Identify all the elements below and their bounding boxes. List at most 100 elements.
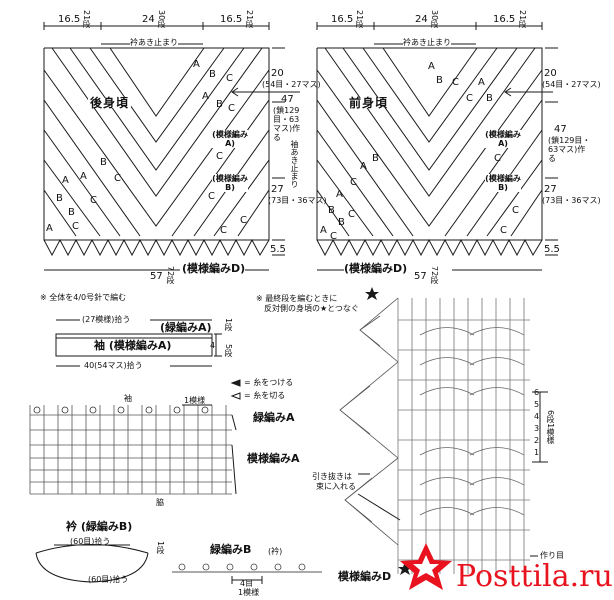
front-side-dim-20-sub: (54目・27マス) [542,80,601,89]
collar-bottom-pickup: (60目)拾う [88,575,129,584]
back-top-dim-left: 16.5 [58,14,81,25]
back-letter: B [100,157,107,168]
back-width-sub: 72段 [166,266,175,285]
collar-top-pickup: (60目)拾う [70,537,111,546]
back-letter: A [202,91,209,102]
front-letter: C [330,231,337,242]
back-letter: B [216,99,223,110]
front-letter: B [328,205,335,216]
front-top-dim-left: 16.5 [331,14,354,25]
back-collar-note: 衿あき止まり [130,38,178,47]
main-chart-bottom-label: 模様編みD [338,570,392,583]
back-bottom-label: (模様編みD) [182,262,246,275]
sleeve-schematic-rect [55,333,213,357]
front-letter: C [466,93,473,104]
side-dim-27-sub: (73目・36マス) [268,196,327,205]
edge-b-repeat: 1模様 [238,588,260,597]
front-top-dim-mid: 24 [415,14,428,25]
row-number: 4 [534,412,540,421]
sleeve-top-pickup: (27模様)拾う [82,315,131,324]
front-letter: A [336,189,343,200]
front-top-dim-right-sub: 21段 [518,10,527,29]
front-side-dim-20: 20 [544,68,557,79]
back-letter: C [216,151,223,162]
back-letter: C [220,225,227,236]
front-letter: B [372,153,379,164]
back-letter: C [72,221,79,232]
back-panel-title: 後身頃 [88,96,132,110]
side-dim-27: 27 [271,184,284,195]
front-letter: C [452,77,459,88]
front-top-dim-right: 16.5 [493,14,516,25]
collar-dim: 1段 [156,541,165,555]
front-side-dim-55: 5.5 [544,244,560,255]
hook-note: ※ 全体を4/0号針で編む [40,293,127,302]
front-panel-title: 前身頃 [347,96,391,110]
row-number: 2 [534,436,540,445]
main-chart-start-note: 作り目 [540,551,564,560]
watermark-brand: Posttila.ru [456,559,613,594]
front-letter: A [320,225,327,236]
main-chart-pull-note-1: 引き抜きは [312,472,352,481]
sleeve-body-label: 袖 (模様編みA) [94,339,172,352]
legend-cut: = 糸を切る [244,391,286,400]
back-letter: B [209,69,216,80]
back-letter: A [46,223,53,234]
front-hem-zigzag [316,238,543,257]
sleeve-chart-edge-a: 緑編みA [253,411,295,424]
back-letter: A [193,59,200,70]
front-letter: C [512,205,519,216]
front-letter: B [436,75,443,86]
front-letter: A [428,61,435,72]
sleeve-dim-bottom: 5段 [224,344,233,358]
front-letter: B [486,93,493,104]
front-bottom-label: (模様編みD) [344,262,408,275]
back-top-dim-right-sub: 21段 [245,10,254,29]
collar-title: 衿 (緑編みB) [66,520,133,533]
front-side-dim-27: 27 [544,184,557,195]
front-top-dim-left-sub: 21段 [355,10,364,29]
front-letter: C [350,177,357,188]
back-letter: C [226,73,233,84]
back-letter: C [90,195,97,206]
front-top-dim-mid-sub: 30段 [430,10,439,29]
front-letter: C [348,209,355,220]
front-side-dim-27-sub: (73目・36マス) [542,196,601,205]
front-collar-note: 衿あき止まり [403,38,451,47]
sleeve-chart-repeat: 1模様 [184,396,206,405]
side-dim-47-sub: (鎖129目・63マス)作る [273,106,301,142]
row-number: 1 [534,448,540,457]
join-star-bottom [398,562,412,575]
back-letter: C [114,173,121,184]
back-pattern-a: (模様編み A) [212,130,248,148]
row-number: 5 [534,400,540,409]
side-dim-20-sub: (54目・27マス) [262,80,321,89]
join-star-top [365,287,379,300]
back-top-dim-left-sub: 21段 [82,10,91,29]
main-chart-repeat-label: 6段1模様 [546,410,555,445]
side-dim-20: 20 [271,68,284,79]
back-letter: B [56,193,63,204]
sleeve-opening-note: 袖あき止まり [290,140,299,188]
sleeve-bottom-pickup: 40(54マス)拾う [84,361,143,370]
back-letter: C [228,103,235,114]
front-letter: A [478,77,485,88]
back-letter: A [80,171,87,182]
sleeve-chart-pattern-a: 模様編みA [247,452,300,465]
front-letter: A [360,161,367,172]
sleeve-edge-label: (緑編みA) [160,321,212,334]
sleeve-chart-side-note: 脇 [156,498,164,507]
edge-b-title: 緑編みB [210,543,252,556]
back-letter: C [208,191,215,202]
star-logo-icon [400,543,452,590]
back-letter: C [240,215,247,226]
back-top-dim-right: 16.5 [220,14,243,25]
front-letter: C [494,153,501,164]
main-chart-pull-note-2: 束に入れる [316,482,356,491]
back-letter: A [62,175,69,186]
back-top-dim-mid: 24 [142,14,155,25]
sleeve-chart-grid [29,405,232,495]
back-top-dim-mid-sub: 30段 [157,10,166,29]
front-width: 57 [414,271,427,282]
sleeve-dim-mid: 4 [210,341,216,350]
